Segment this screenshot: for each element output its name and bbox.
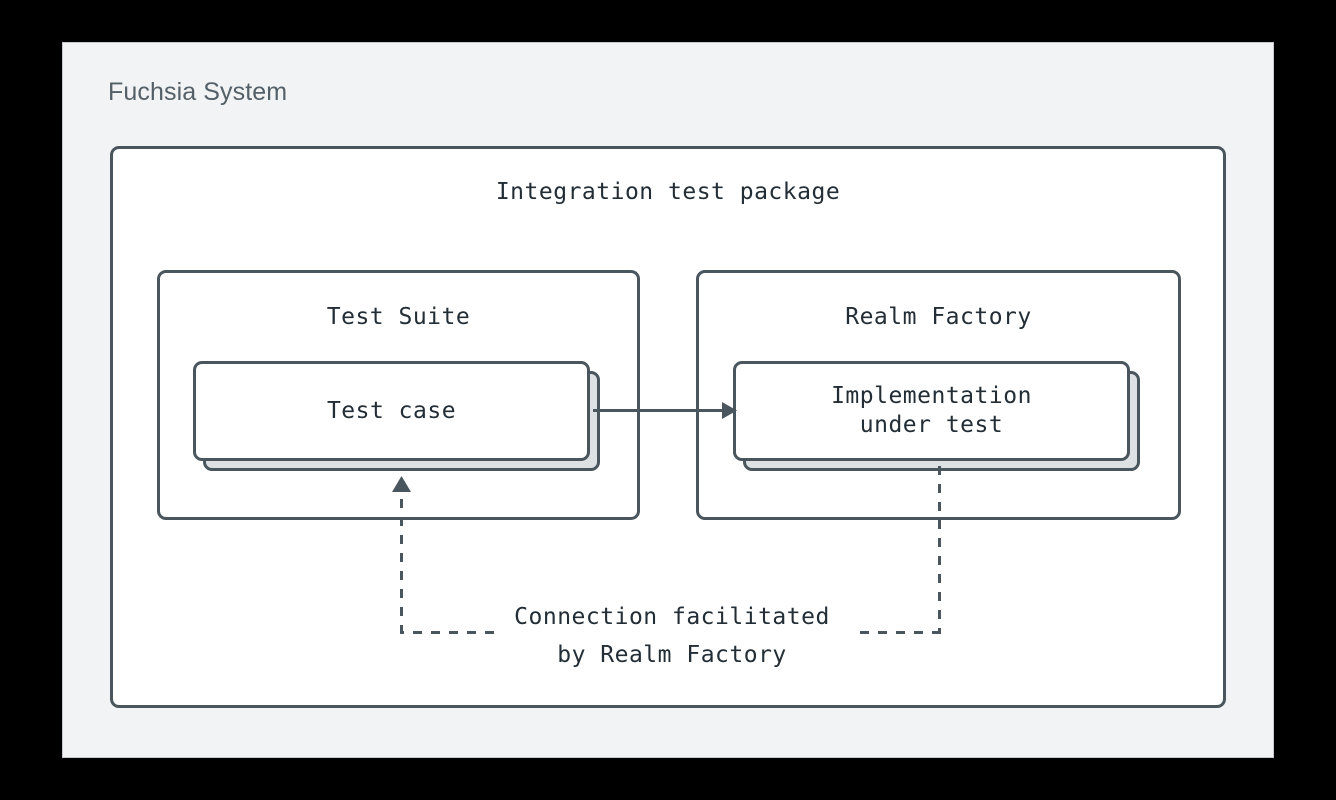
package-title: Integration test package	[495, 179, 841, 205]
connection-note-label: Connection facilitated by Realm Factory	[514, 604, 830, 668]
test-suite-title: Test Suite	[326, 304, 471, 330]
realm-factory-title: Realm Factory	[845, 304, 1032, 330]
test-case-card: Test case	[193, 361, 590, 461]
test-case-card-stack: Test case	[193, 361, 600, 471]
implementation-under-test-label: Implementation under test	[831, 383, 1032, 438]
implementation-under-test-card: Implementation under test	[733, 361, 1130, 461]
implementation-under-test-card-stack: Implementation under test	[733, 361, 1140, 471]
test-case-label: Test case	[326, 397, 457, 424]
system-title: Fuchsia System	[108, 78, 288, 106]
